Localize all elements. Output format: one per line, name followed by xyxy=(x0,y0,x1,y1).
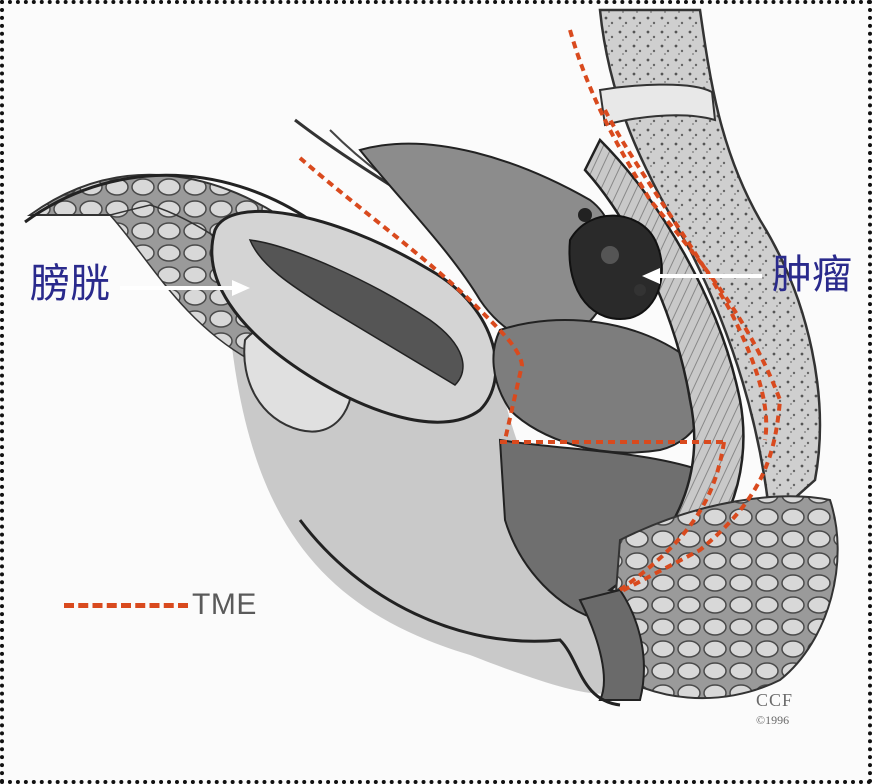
tme-line-anterior xyxy=(298,156,525,441)
tme-line-posterior-inner xyxy=(618,441,726,592)
copyright-year: ©1996 xyxy=(756,713,790,727)
pelvic-floor-fat xyxy=(608,495,839,700)
bladder-arrow xyxy=(120,280,250,296)
legend: TME xyxy=(64,588,257,622)
bladder-lumen xyxy=(248,239,464,386)
tme-line-mesorectal xyxy=(603,109,769,441)
central-organ xyxy=(492,319,706,454)
bladder-label: 膀胱 xyxy=(30,261,110,307)
tumor-label: 肿瘤 xyxy=(772,252,852,298)
legend-dash-sample xyxy=(64,602,188,608)
tme-plane xyxy=(298,29,783,594)
anal-canal xyxy=(578,588,645,701)
legend-label: TME xyxy=(192,588,257,621)
tme-line-posterior-outer xyxy=(568,29,783,594)
perineal-skin xyxy=(298,519,621,707)
tumor-arrow xyxy=(642,268,762,284)
vertebral-disc xyxy=(598,83,717,127)
abdominal-skin-line xyxy=(24,173,311,224)
copyright-mark: CCF ©1996 xyxy=(756,690,793,728)
copyright-org: CCF xyxy=(756,690,794,710)
